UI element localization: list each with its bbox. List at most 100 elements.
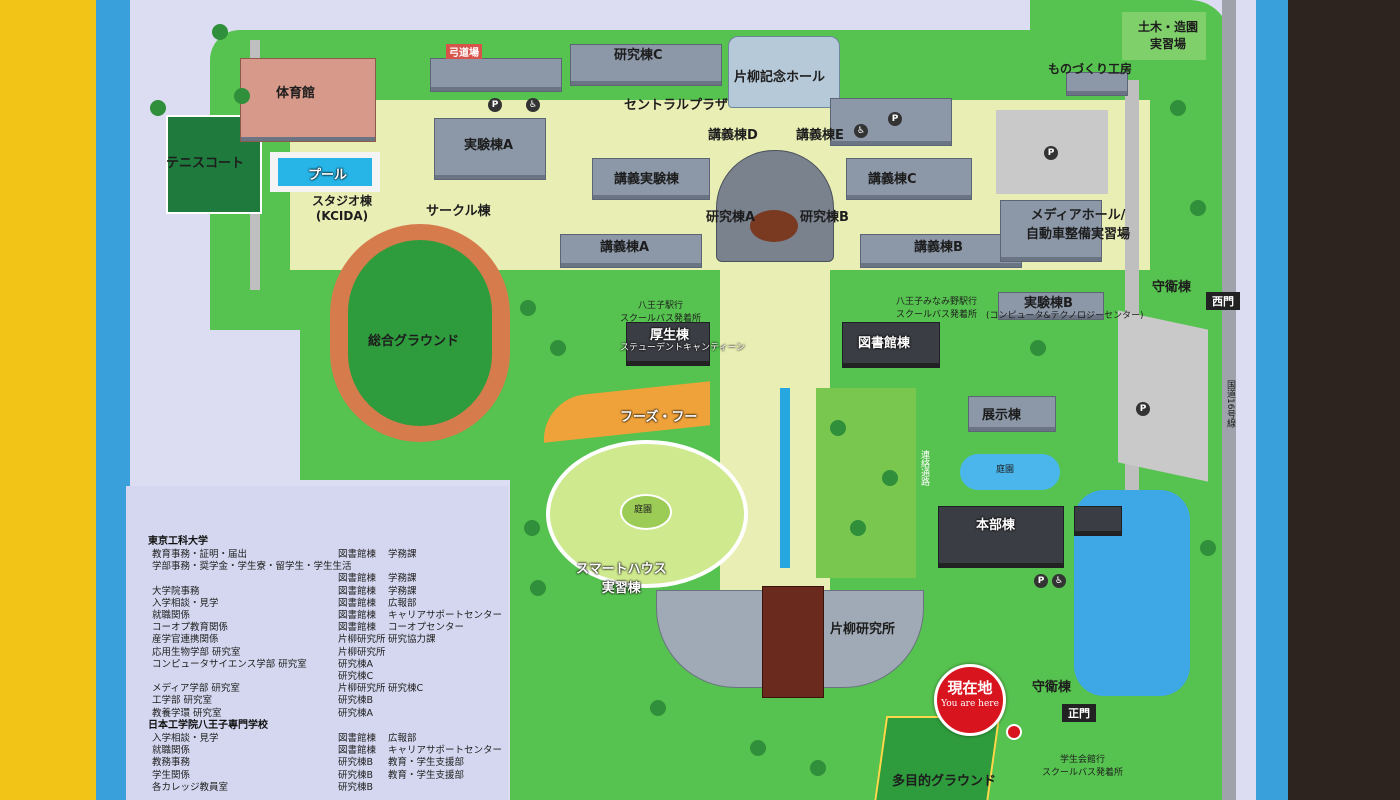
label-kogi-d: 講義棟D [708,128,758,143]
pool-water [278,158,372,186]
parking-icon: P [1044,146,1058,160]
legend-dept: 教育・学生支援部 [388,769,465,781]
building-kogi-c [846,158,972,200]
legend-bld: 図書館棟 [338,733,377,744]
label-shueitou-west: 守衛棟 [1152,280,1192,295]
main-gate-sign: 正門 [1062,704,1096,722]
legend-bld: 図書館棟 [338,597,377,609]
garden-circle [546,440,748,588]
legend-item: 学生関係 [152,769,191,781]
label-tamokuteki: 多目的グラウンド [892,774,997,789]
legend-bld: 図書館棟 [338,610,377,621]
legend-bld: 図書館棟 [338,585,377,597]
legend-bld: 図書館棟 [338,622,377,634]
parking-icon: P [1136,402,1150,416]
label-tennis: テニスコート [166,156,245,171]
legend-bld: 研究棟A [338,707,373,719]
building-kogi-jikken [592,158,710,200]
label-pool: プール [308,168,348,183]
you-are-here-title: 現在地 [947,679,993,697]
legend-item: 教務事務 [152,757,191,769]
practice-field-doboku [1122,12,1206,60]
legend-item: 就職関係 [152,610,191,621]
legend-bld: 研究棟B [338,781,374,793]
tree [810,760,826,776]
label-kenkyu-b: 研究棟B [800,210,849,225]
legend-item: 各カレッジ教員室 [152,781,229,793]
map-panel: P ♿ P ♿ P P P ♿ 研究棟C 片柳記念ホール 弓道場 土木・造園 実… [130,0,1256,800]
parking-lot-east [1118,310,1208,482]
legend-dept: 研究棟C [388,683,424,695]
legend-dept: キャリアサポートセンター [388,745,503,757]
label-jikken-b: 実験棟B [1024,296,1073,311]
tree [1190,200,1206,216]
tree [1200,540,1216,556]
katayanagi-lab-tower [762,586,824,698]
legend-univ-title: 東京工科大学 [148,536,208,547]
tree [530,580,546,596]
legend-bld: 研究棟B [338,769,374,781]
tree [882,470,898,486]
building-kogi-b [860,234,1022,268]
building-tenji [968,396,1056,432]
label-bus-hachioji: 八王子駅行 スクールバス発着所 [620,301,702,324]
label-katayanagi-lab: 片柳研究所 [830,622,896,637]
label-shueitou-main: 守衛棟 [1032,680,1072,695]
building-toshokan [842,322,940,368]
label-kogi-b: 講義棟B [914,240,963,255]
legend-dept: 研究協力課 [388,634,436,646]
you-are-here-marker: 現在地 You are here [934,664,1006,736]
tree [212,24,228,40]
label-smart-house: スマートハウス 実習棟 [576,562,667,596]
label-kogi-jikken: 講義実験棟 [614,172,680,187]
wheelchair-icon: ♿ [854,124,868,138]
legend-bld: 研究棟B [338,695,374,707]
label-kenkyu-c: 研究棟C [614,48,663,63]
tree [1170,100,1186,116]
label-honbu: 本部棟 [976,518,1016,533]
legend-dept: 教育・学生支援部 [388,757,465,769]
legend-item: コンピュータサイエンス学部 研究室 [152,658,307,670]
legend-item: 工学部 研究室 [152,695,213,707]
legend-dept: 学務課 [388,585,417,597]
legend-bld: 研究棟B [338,757,374,769]
legend-dept: 学務課 [388,549,417,560]
rotunda-dome [750,210,798,242]
legend-item: 学部事務・奨学金・学生寮・留学生・学生生活 [152,561,352,573]
tree [650,700,666,716]
tree [750,740,766,756]
label-renraku: 連絡通路 [919,450,929,486]
legend-bld: 研究棟C [338,671,374,682]
legend-item: コーオプ教育関係 [152,622,229,634]
parking-icon: P [888,112,902,126]
label-national-road: 国道16号線 [1225,380,1235,428]
tree [234,88,250,104]
legend-senmon-title: 日本工学院八王子専門学校 [148,720,268,731]
legend-item: 就職関係 [152,745,191,757]
building-cafe-small [1074,506,1122,536]
tree [830,420,846,436]
tree [524,520,540,536]
label-jikken-b-sub: (コンピュータ&テクノロジーセンター) [986,311,1144,321]
label-katayanagi-hall: 片柳記念ホール [734,70,826,85]
wheelchair-icon: ♿ [1052,574,1066,588]
building-monozukuri [1066,72,1128,96]
label-circle: サークル棟 [426,204,491,219]
building-katayanagi-hall [728,36,840,108]
legend-bld: 片柳研究所 [338,683,386,695]
parking-icon: P [488,98,502,112]
label-kogi-c: 講義棟C [868,172,917,187]
national-road [1222,0,1236,800]
label-kogi-e: 講義棟E [796,128,844,143]
label-studio: スタジオ棟 (KCIDA) [312,194,373,223]
building-honbu [938,506,1064,568]
label-central-plaza: セントラルプラザ [624,98,729,113]
legend-item: 入学相談・見学 [152,597,219,609]
label-teien-left: 庭園 [634,505,653,515]
parking-icon: P [1034,574,1048,588]
building-jikken-a [434,118,546,180]
label-kosei-sub: ステューデントキャンティーン [620,343,746,353]
legend-bld: 片柳研究所 [338,646,386,658]
label-kenkyu-a: 研究棟A [706,210,756,225]
legend-item: 応用生物学部 研究室 [152,646,241,658]
